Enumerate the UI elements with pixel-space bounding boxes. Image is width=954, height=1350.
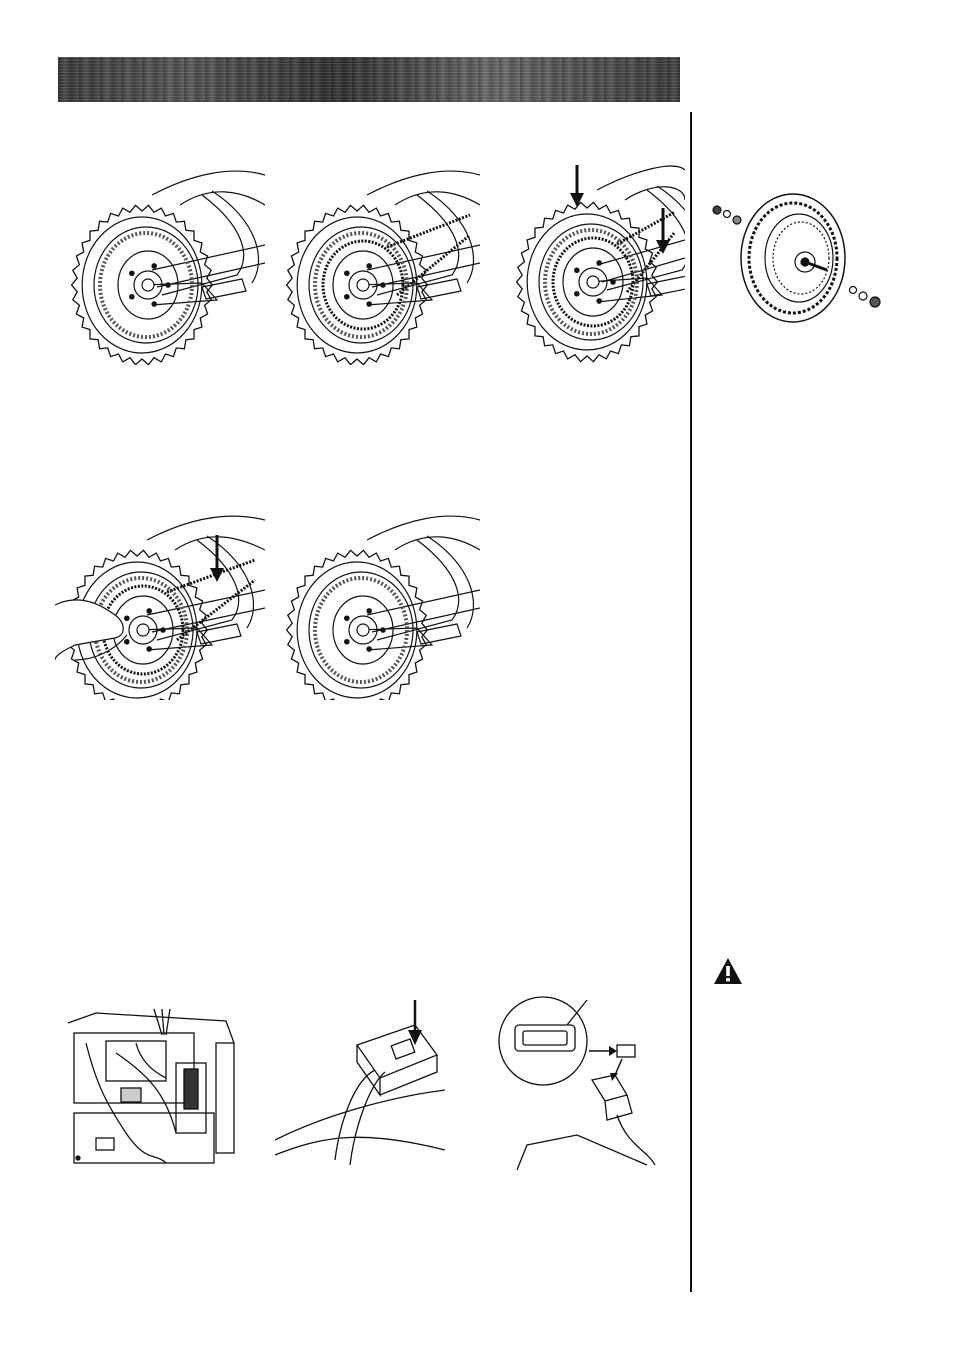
figure-rear-wheel-5 [275,510,480,700]
warning-triangle-icon [713,957,743,990]
exploded-wheel-illustration [705,190,890,325]
rear-wheel-hand-illustration [55,510,265,700]
figure-rear-wheel-3 [505,160,685,370]
battery-wiring-illustration [66,1003,236,1168]
connector-illustration [275,1000,455,1170]
figure-exploded-wheel [705,190,890,325]
figure-connector [275,1000,455,1170]
rear-wheel-illustration-2 [275,510,480,700]
figure-rear-wheel-2 [275,165,480,365]
rear-wheel-chain-illustration [275,165,480,365]
fuse-holder-illustration [497,995,657,1170]
figure-fuse-holder [497,995,657,1170]
figure-rear-wheel-1 [60,165,265,365]
rear-wheel-chain-arrows-illustration [505,160,685,370]
section-header-bar [58,57,680,102]
figure-battery-wiring [66,1003,236,1168]
rear-wheel-illustration [60,165,265,365]
figure-rear-wheel-4 [55,510,265,700]
column-divider [690,112,692,1292]
